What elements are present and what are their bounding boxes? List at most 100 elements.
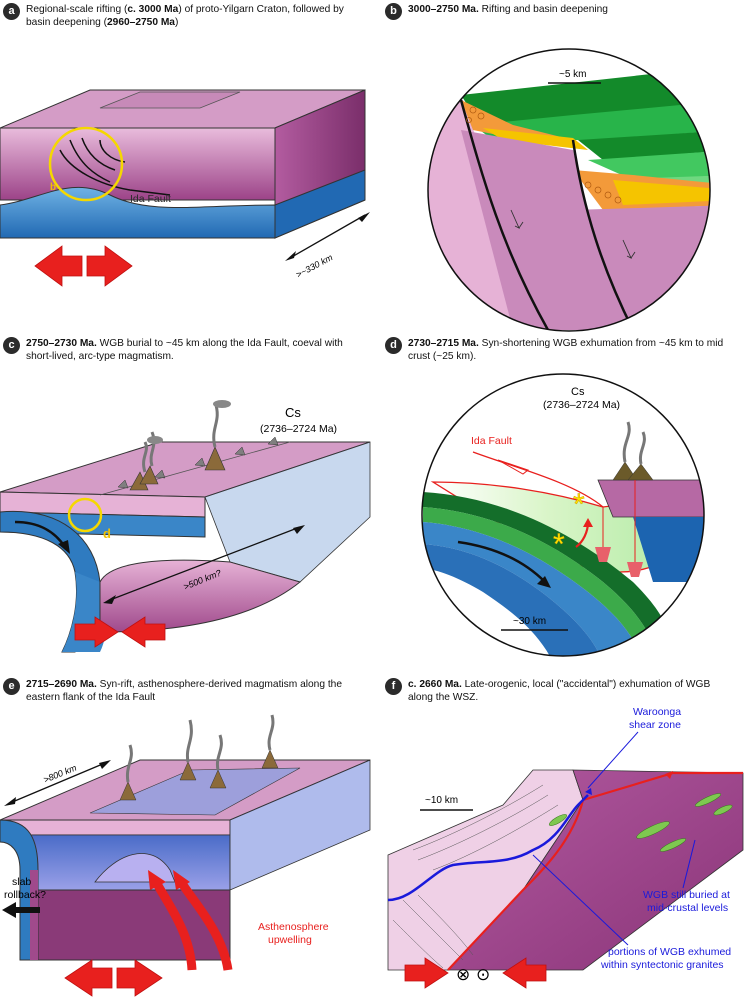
clasts <box>466 106 622 204</box>
panel-e-diagram: >800 km slab rollback? Asthenosphere upw… <box>0 714 371 997</box>
caption-f-rest: Late-orogenic, local ("accidental") exhu… <box>408 679 711 703</box>
panel-d: d 2730–2715 Ma. Syn-shortening WGB exhum… <box>373 332 747 667</box>
caption-d-rest: Syn-shortening WGB exhumation from ~45 k… <box>408 338 724 362</box>
caption-a-mid: ) of proto-Yilgarn Craton, followed by b… <box>26 4 344 28</box>
thrust-line <box>99 441 291 496</box>
convergence-arrow-left-f <box>404 957 449 989</box>
circle-label-b: b <box>50 182 56 193</box>
green-layer-2 <box>473 100 710 140</box>
caption-f-bold: c. 2660 Ma. <box>408 679 462 690</box>
fault-1 <box>459 99 550 331</box>
exhumed-label-2: within syntectonic granites <box>600 959 724 971</box>
wsz-label-1: Waroonga <box>633 706 681 718</box>
scale-label-f: ~10 km <box>425 795 458 806</box>
panel-e-caption: 2715–2690 Ma. Syn-rift, asthenosphere-de… <box>26 678 356 704</box>
extension-arrow-left-e <box>64 959 113 997</box>
sand-wedge-1 <box>483 128 588 150</box>
asthenosphere-label-2: upwelling <box>268 934 312 946</box>
side-blue-e <box>229 759 371 891</box>
panel-b-badge: b <box>385 3 402 20</box>
panel-a-diagram: b Ida Fault >~330 km <box>0 89 370 287</box>
panel-a: a Regional-scale rifting (c. 3000 Ma) of… <box>0 0 373 330</box>
rollback-label-2: rollback? <box>4 889 46 901</box>
zoom-circle-outline-d <box>421 373 705 657</box>
panel-f: f c. 2660 Ma. Late-orogenic, local ("acc… <box>373 670 747 1002</box>
panel-f-diagram: ~10 km Waroonga shear zone WGB still bur… <box>387 706 744 989</box>
buried-label-1: WGB still buried at <box>643 889 730 901</box>
rollback-label-1: slab <box>12 876 31 888</box>
circle-label-d: d <box>103 526 111 541</box>
rollback-arrow <box>2 902 40 918</box>
exhumed-pointer <box>532 854 629 946</box>
panel-c-caption: 2750–2730 Ma. WGB burial to ~45 km along… <box>26 337 356 363</box>
rift-trough-e <box>89 767 301 816</box>
distance-arrow <box>289 214 366 259</box>
distance-label-a: >~330 km <box>294 252 334 280</box>
ida-fault-arrow <box>497 459 530 475</box>
caption-a-bold1: c. 3000 Ma <box>127 4 179 15</box>
zoom-circle-d <box>67 497 103 533</box>
wgb-lenses <box>548 793 733 852</box>
block-front-crust <box>0 127 276 201</box>
ida-fault-trace <box>472 451 604 508</box>
panel-c: c 2750–2730 Ma. WGB burial to ~45 km alo… <box>0 332 373 667</box>
panel-e-badge: e <box>3 678 20 695</box>
convergence-arrow-right <box>121 616 166 648</box>
caption-a-pre: Regional-scale rifting ( <box>26 4 128 15</box>
panel-c-badge: c <box>3 337 20 354</box>
panel-d-badge: d <box>385 337 402 354</box>
base-purple-e <box>29 889 231 961</box>
fault-2 <box>571 139 635 331</box>
rift-groove <box>99 91 241 109</box>
zoom-circle-b <box>48 126 124 202</box>
out-of-page-symbol: ⊙ <box>476 965 490 984</box>
convergence-arrow-right-f <box>502 957 547 989</box>
hangingwall-block <box>461 130 613 330</box>
panel-d-caption: 2730–2715 Ma. Syn-shortening WGB exhumat… <box>408 337 738 363</box>
thrust-teeth <box>117 436 279 489</box>
ida-fault-label: Ida Fault <box>130 193 171 205</box>
slab-green <box>423 507 658 656</box>
slab-left-purple <box>30 870 38 960</box>
convergence-arrow-left <box>74 616 119 648</box>
scale-label-b: ~5 km <box>559 69 587 80</box>
green-layer-3 <box>578 130 710 160</box>
caption-e-bold: 2715–2690 Ma. <box>26 679 97 690</box>
ida-fault-label-d: Ida Fault <box>471 435 512 447</box>
volcano-d <box>612 461 638 481</box>
slip-arrow-2 <box>622 239 636 259</box>
caption-b-rest: Rifting and basin deepening <box>478 4 608 15</box>
red-boundary <box>447 771 743 971</box>
cs-label-c: Cs <box>285 405 301 420</box>
exhumed-label-1: portions of WGB exhumed <box>608 946 731 958</box>
mantle-right <box>633 517 704 582</box>
zoom-circle-outline <box>427 48 711 332</box>
slab-dark-green <box>423 492 673 656</box>
sand-wedge-2 <box>613 180 710 205</box>
caption-a-post: ) <box>174 17 179 28</box>
cs-age-d: (2736–2724 Ma) <box>543 399 620 411</box>
buried-pointer <box>682 839 696 889</box>
slip-arrow-1 <box>510 209 524 229</box>
distance-arrow-c <box>109 526 301 601</box>
buried-label-2: mid-crustal levels <box>647 902 728 914</box>
foliation-lines <box>392 784 559 969</box>
caption-c-bold: 2750–2730 Ma. <box>26 338 97 349</box>
caption-e-rest: Syn-rift, asthenosphere-derived magmatis… <box>26 679 342 703</box>
scale-label-d: ~30 km <box>513 616 546 627</box>
panel-a-caption: Regional-scale rifting (c. 3000 Ma) of p… <box>26 3 366 29</box>
star-2: * <box>553 528 565 561</box>
panel-b-caption: 3000–2750 Ma. Rifting and basin deepenin… <box>408 3 738 16</box>
slab-blue <box>423 522 643 656</box>
caption-c-rest: WGB burial to ~45 km along the Ida Fault… <box>26 338 343 362</box>
front-crust-e <box>0 819 231 836</box>
panel-b-diagram: ~5 km <box>427 48 711 332</box>
wsz-label-2: shear zone <box>629 719 681 731</box>
cs-label-d: Cs <box>571 386 585 398</box>
extension-arrow-left <box>34 245 83 287</box>
upwelling-arrow-2 <box>176 877 233 971</box>
subduction-arrow-d <box>457 540 546 583</box>
upwelling-arrow-1 <box>150 877 197 971</box>
asthenosphere-label-1: Asthenosphere <box>258 921 329 933</box>
caption-d-bold: 2730–2715 Ma. <box>408 338 479 349</box>
